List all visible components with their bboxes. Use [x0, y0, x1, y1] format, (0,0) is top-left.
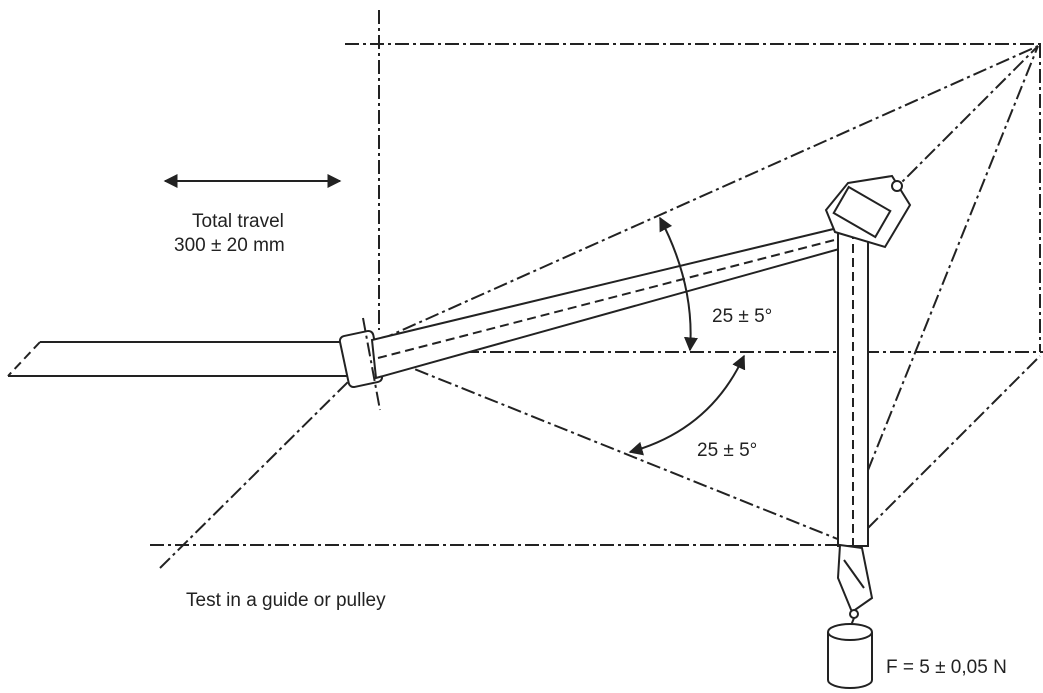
left-diagonal-line [159, 374, 356, 569]
guide-label: Test in a guide or pulley [186, 590, 386, 611]
pulley-to-corner-line [871, 45, 1039, 213]
upper-diagonal-line [379, 45, 1039, 341]
force-label: F = 5 ± 0,05 N [886, 657, 1007, 678]
travel-label-line1: Total travel [192, 211, 284, 232]
travel-label-line2: 300 ± 20 mm [174, 235, 285, 256]
pulley-bracket [824, 174, 912, 249]
lower-angle-label: 25 ± 5° [697, 440, 757, 461]
far-diagonal-line [839, 45, 1039, 541]
upper-angle-label: 25 ± 5° [712, 306, 772, 327]
lower-diagonal-line [391, 359, 841, 541]
weight-cylinder [827, 623, 873, 689]
construction-lines [150, 10, 1043, 569]
vertical-rod [837, 215, 869, 547]
upper-angle-arc [659, 216, 698, 352]
right-diagonal-line [867, 355, 1041, 529]
inclined-arm [370, 224, 852, 380]
incoming-cord [7, 341, 352, 377]
lower-angle-arc [628, 354, 746, 456]
lower-bracket [836, 543, 874, 629]
